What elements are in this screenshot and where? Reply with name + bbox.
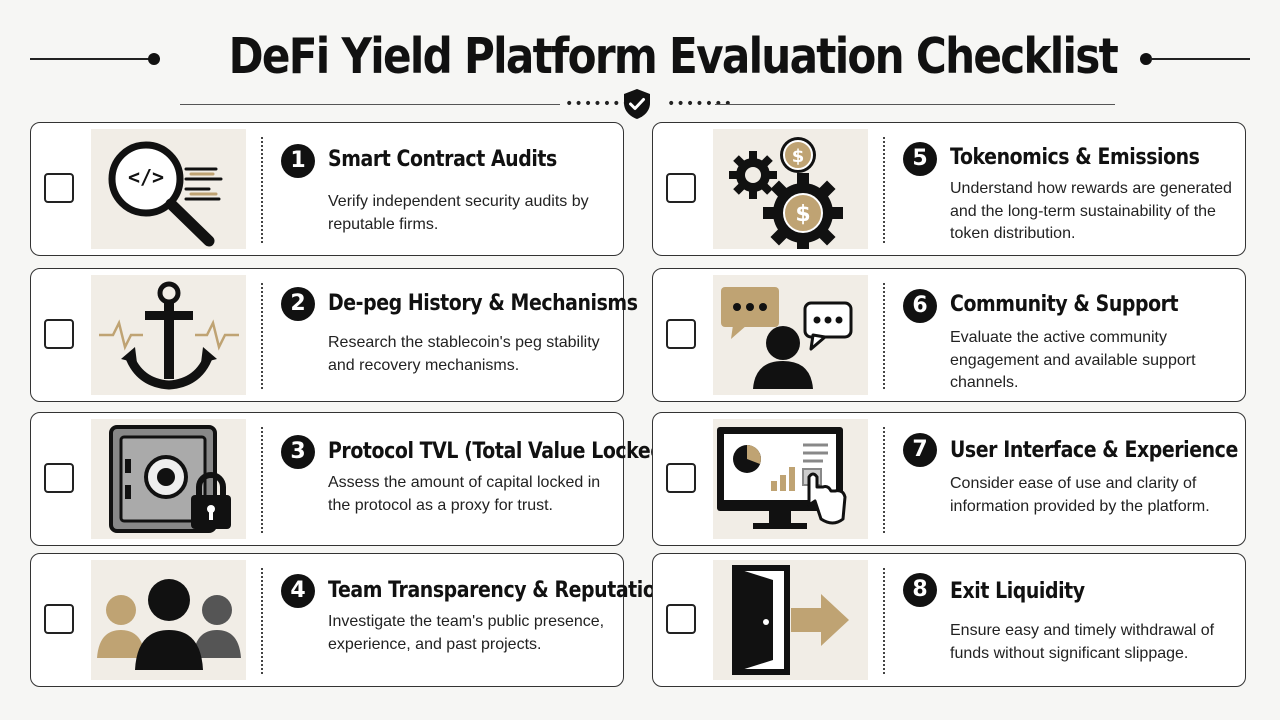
dotted-divider: [261, 568, 263, 674]
checklist-item-smart-contract-audits: </> 1 Smart Contract Audits Verify indep…: [30, 122, 624, 256]
checkbox[interactable]: [666, 319, 696, 349]
checklist-item-team-transparency: 4 Team Transparency & Reputation Investi…: [30, 553, 669, 687]
illustration: [91, 419, 246, 539]
item-number-badge: 1: [281, 144, 315, 178]
dotted-divider: [261, 137, 263, 243]
item-title: Protocol TVL (Total Value Locked): [328, 439, 672, 464]
subtitle-rule-right: [715, 104, 1115, 105]
item-number-badge: 6: [903, 289, 937, 323]
checkbox[interactable]: [44, 604, 74, 634]
dotted-divider: [883, 568, 885, 674]
subtitle-rule-left: [180, 104, 560, 105]
svg-text:$: $: [795, 202, 810, 227]
item-description: Ensure easy and timely withdrawal of fun…: [950, 622, 1215, 662]
shield-check-icon: [624, 89, 650, 119]
vault-lock-icon: [109, 425, 231, 533]
dotted-ornament-right: •••••••: [667, 96, 734, 112]
item-title: Smart Contract Audits: [328, 147, 557, 172]
gears-coins-icon: $ $: [729, 137, 843, 249]
item-title: Exit Liquidity: [950, 579, 1085, 604]
item-number-badge: 7: [903, 433, 937, 467]
illustration: $ $: [713, 129, 868, 249]
illustration: </>: [91, 129, 246, 249]
item-description: Consider ease of use and clarity of info…: [950, 475, 1210, 515]
dotted-divider: [883, 427, 885, 533]
svg-text:</>: </>: [128, 165, 164, 189]
dotted-divider: [261, 427, 263, 533]
anchor-icon: [99, 281, 239, 390]
community-chat-icon: [721, 287, 853, 389]
checklist-item-user-interface: 7 User Interface & Experience Consider e…: [652, 412, 1246, 546]
title-row: DeFi Yield Platform Evaluation Checklist: [0, 18, 1280, 98]
checkbox[interactable]: [44, 173, 74, 203]
item-description: Verify independent security audits by re…: [328, 193, 589, 233]
checklist-item-protocol-tvl: 3 Protocol TVL (Total Value Locked) Asse…: [30, 412, 672, 546]
item-number-badge: 4: [281, 574, 315, 608]
checkbox[interactable]: [44, 463, 74, 493]
checkbox[interactable]: [666, 463, 696, 493]
illustration: [91, 560, 246, 680]
illustration: [713, 275, 868, 395]
title-rule-left: [30, 58, 152, 60]
dotted-ornament-left: •••••••: [565, 96, 632, 112]
item-title: Tokenomics & Emissions: [950, 145, 1200, 170]
checklist-item-tokenomics: $ $ 5 Tokenomics & Emissions Understand …: [652, 122, 1246, 256]
item-description: Investigate the team's public presence, …: [328, 613, 605, 653]
checklist-item-community-support: 6 Community & Support Evaluate the activ…: [652, 268, 1246, 402]
monitor-dashboard-icon: [717, 427, 847, 529]
svg-text:$: $: [792, 146, 805, 167]
illustration: [713, 419, 868, 539]
item-description: Research the stablecoin's peg stability …: [328, 334, 600, 374]
exit-door-icon: [732, 565, 849, 675]
item-title: Community & Support: [950, 292, 1179, 317]
illustration: [91, 275, 246, 395]
item-title: De-peg History & Mechanisms: [328, 291, 638, 316]
item-number-badge: 2: [281, 287, 315, 321]
title-dot-left: [148, 53, 160, 65]
checklist-item-exit-liquidity: 8 Exit Liquidity Ensure easy and timely …: [652, 553, 1246, 687]
dotted-divider: [883, 283, 885, 389]
checkbox[interactable]: [666, 173, 696, 203]
team-icon: [97, 579, 241, 670]
item-number-badge: 5: [903, 142, 937, 176]
title-dot-right: [1140, 53, 1152, 65]
dotted-divider: [261, 283, 263, 389]
illustration: [713, 560, 868, 680]
item-number-badge: 3: [281, 435, 315, 469]
item-title: Team Transparency & Reputation: [328, 578, 669, 603]
magnifier-code-icon: </>: [108, 141, 223, 247]
dotted-divider: [883, 137, 885, 243]
title-rule-right: [1150, 58, 1250, 60]
item-title: User Interface & Experience: [950, 438, 1238, 463]
checkbox[interactable]: [666, 604, 696, 634]
page-title: DeFi Yield Platform Evaluation Checklist: [228, 28, 1119, 85]
checklist-item-depeg-history: 2 De-peg History & Mechanisms Research t…: [30, 268, 638, 402]
checkbox[interactable]: [44, 319, 74, 349]
item-description: Evaluate the active community engagement…: [950, 329, 1196, 391]
item-description: Assess the amount of capital locked in t…: [328, 474, 601, 514]
item-description: Understand how rewards are generated and…: [950, 180, 1232, 242]
item-number-badge: 8: [903, 573, 937, 607]
